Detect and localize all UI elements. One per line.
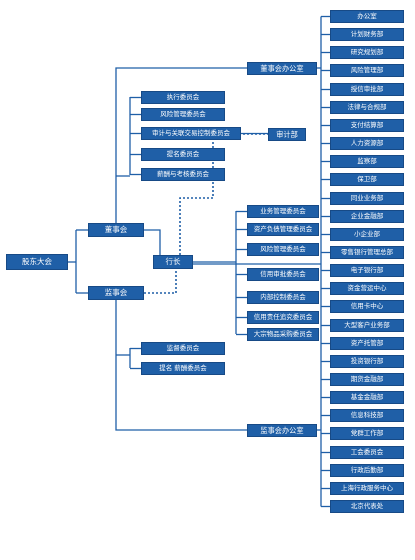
department-28: 北京代表处 [330, 500, 404, 513]
department-5: 授信审批部 [330, 83, 404, 96]
audit-dept-node: 审计部 [268, 128, 306, 141]
department-21: 期货金融部 [330, 373, 404, 386]
department-26: 行政后勤部 [330, 464, 404, 477]
department-25: 工会委员会 [330, 446, 404, 459]
department-3: 研究规划部 [330, 46, 404, 59]
department-16: 资金营运中心 [330, 282, 404, 295]
board-committee-2: 风险管理委员会 [141, 108, 225, 121]
management-committee-5: 内部控制委员会 [247, 291, 319, 304]
management-committee-7: 大宗物品采购委员会 [247, 328, 319, 341]
department-15: 电子银行部 [330, 264, 404, 277]
board-committee-1: 执行委员会 [141, 91, 225, 104]
department-19: 资产托管部 [330, 337, 404, 350]
department-2: 计划财务部 [330, 28, 404, 41]
department-10: 保卫部 [330, 173, 404, 186]
department-11: 同业业务部 [330, 192, 404, 205]
department-20: 投资银行部 [330, 355, 404, 368]
department-23: 信息科技部 [330, 409, 404, 422]
supervisory-committee-2: 提名 薪酬委员会 [141, 362, 225, 375]
president-node: 行长 [153, 255, 193, 269]
department-4: 风险管理部 [330, 64, 404, 77]
department-13: 小企业部 [330, 228, 404, 241]
board-of-directors-node: 董事会 [88, 223, 144, 237]
department-9: 监察部 [330, 155, 404, 168]
department-27: 上海行政服务中心 [330, 482, 404, 495]
connector-supervisory-office [115, 300, 247, 431]
connector-board-office [115, 67, 247, 223]
board-office-node: 董事会办公室 [247, 62, 317, 75]
management-committee-4: 信用审批委员会 [247, 268, 319, 281]
department-24: 党群工作部 [330, 427, 404, 440]
management-committee-3: 风险管理委员会 [247, 243, 319, 256]
connector-board-president [144, 229, 161, 255]
connector-supervisory-president-dashed [144, 269, 177, 294]
supervisory-office-node: 监事会办公室 [247, 424, 317, 437]
supervisory-committee-1: 监督委员会 [141, 342, 225, 355]
department-22: 基金金融部 [330, 391, 404, 404]
department-1: 办公室 [330, 10, 404, 23]
board-committee-5: 薪酬与考核委员会 [141, 168, 225, 181]
department-17: 信用卡中心 [330, 300, 404, 313]
root-node-shareholders-meeting: 股东大会 [6, 254, 68, 270]
department-8: 人力资源部 [330, 137, 404, 150]
management-committee-1: 业务管理委员会 [247, 205, 319, 218]
department-14: 零售银行管理总部 [330, 246, 404, 259]
department-6: 法律与合规部 [330, 101, 404, 114]
board-committee-4: 提名委员会 [141, 148, 225, 161]
department-7: 支付结算部 [330, 119, 404, 132]
management-committee-2: 资产负债管理委员会 [247, 223, 319, 236]
department-12: 企业金融部 [330, 210, 404, 223]
department-18: 大型客户业务部 [330, 319, 404, 332]
board-committee-3: 审计与关联交易控制委员会 [141, 127, 241, 140]
supervisory-board-node: 监事会 [88, 286, 144, 300]
management-committee-6: 信用责任追究委员会 [247, 311, 319, 324]
